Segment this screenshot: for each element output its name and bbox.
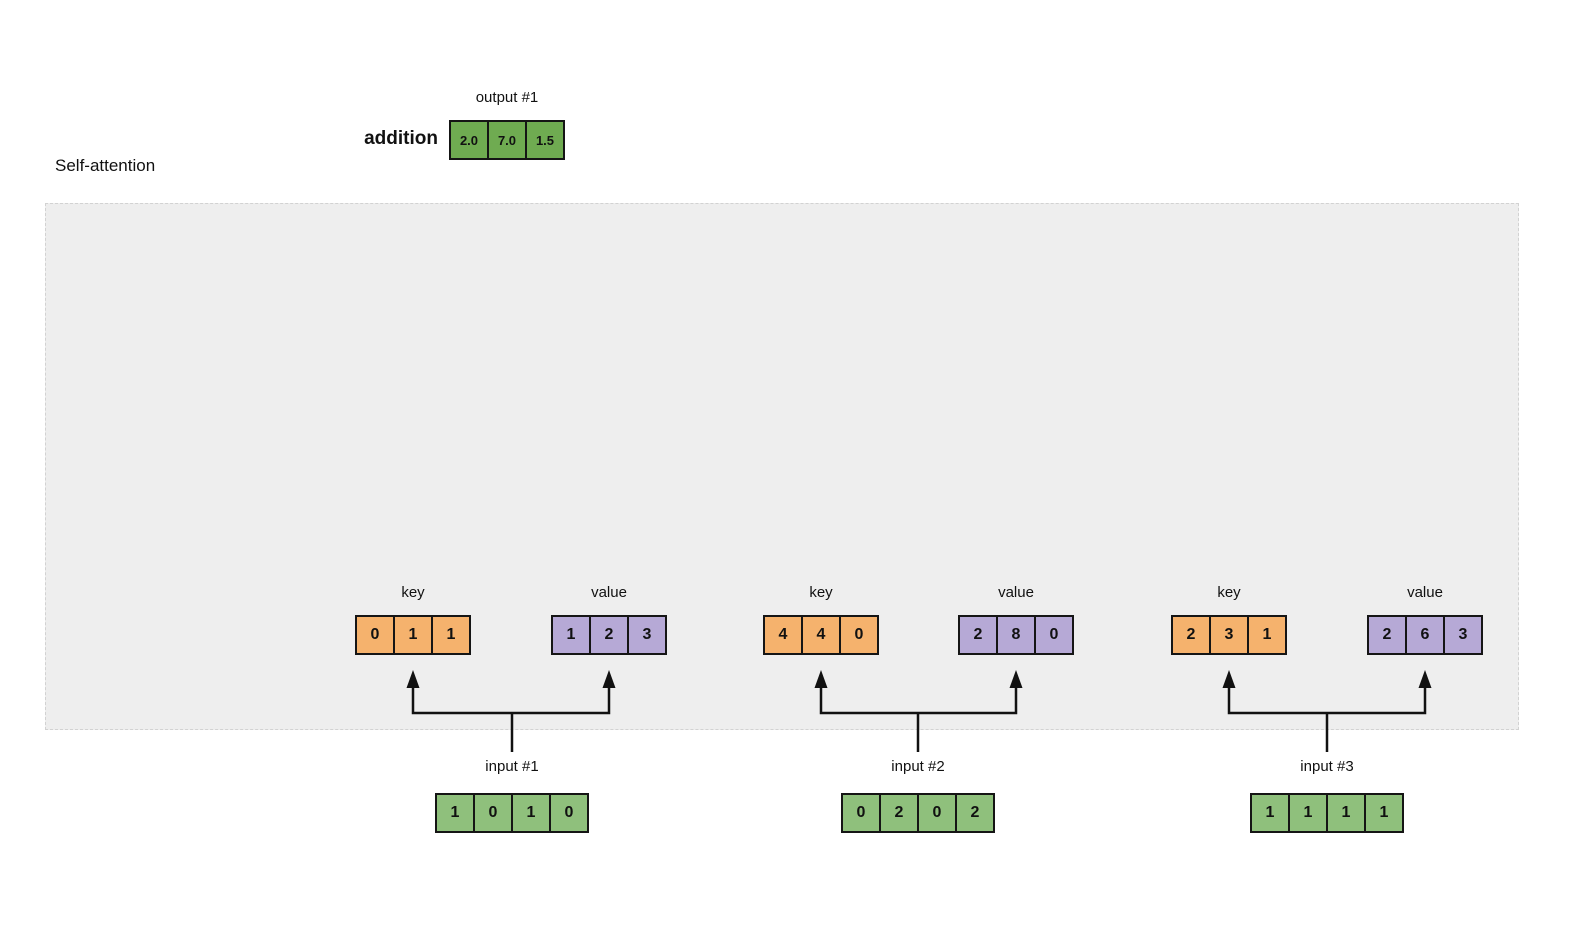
input-vector: 0 2 0 2 bbox=[841, 793, 995, 833]
key-cell: 1 bbox=[393, 615, 433, 655]
value-cell: 6 bbox=[1405, 615, 1445, 655]
diagram-title: Self-attention bbox=[55, 156, 156, 175]
value-cell: 1 bbox=[551, 615, 591, 655]
value-vector: 2 8 0 bbox=[958, 615, 1074, 655]
input-vector: 1 0 1 0 bbox=[435, 793, 589, 833]
output-vector: 2.0 7.0 1.5 bbox=[449, 120, 565, 160]
operation-label: addition bbox=[364, 128, 438, 149]
value-cell: 2 bbox=[958, 615, 998, 655]
input-cell: 1 bbox=[1250, 793, 1290, 833]
key-cell: 2 bbox=[1171, 615, 1211, 655]
input-cell: 0 bbox=[473, 793, 513, 833]
value-vector: 2 6 3 bbox=[1367, 615, 1483, 655]
output-label: output #1 bbox=[475, 89, 539, 106]
value-label: value bbox=[998, 584, 1034, 601]
input-cell: 0 bbox=[917, 793, 957, 833]
key-label: key bbox=[401, 584, 425, 601]
key-cell: 3 bbox=[1209, 615, 1249, 655]
value-vector: 1 2 3 bbox=[551, 615, 667, 655]
input-cell: 1 bbox=[511, 793, 551, 833]
key-vector: 2 3 1 bbox=[1171, 615, 1287, 655]
input-cell: 1 bbox=[1288, 793, 1328, 833]
value-cell: 3 bbox=[627, 615, 667, 655]
input-cell: 1 bbox=[1364, 793, 1404, 833]
input-cell: 2 bbox=[955, 793, 995, 833]
key-cell: 1 bbox=[431, 615, 471, 655]
value-label: value bbox=[1407, 584, 1443, 601]
input-cell: 1 bbox=[1326, 793, 1366, 833]
key-cell: 1 bbox=[1247, 615, 1287, 655]
value-cell: 0 bbox=[1034, 615, 1074, 655]
key-cell: 0 bbox=[355, 615, 395, 655]
value-cell: 2 bbox=[1367, 615, 1407, 655]
key-cell: 4 bbox=[801, 615, 841, 655]
key-vector: 0 1 1 bbox=[355, 615, 471, 655]
value-cell: 8 bbox=[996, 615, 1036, 655]
key-cell: 4 bbox=[763, 615, 803, 655]
input-cell: 0 bbox=[549, 793, 589, 833]
input-cell: 2 bbox=[879, 793, 919, 833]
key-cell: 0 bbox=[839, 615, 879, 655]
output-cell: 2.0 bbox=[449, 120, 489, 160]
input-cell: 1 bbox=[435, 793, 475, 833]
key-vector: 4 4 0 bbox=[763, 615, 879, 655]
value-label: value bbox=[591, 584, 627, 601]
key-label: key bbox=[1217, 584, 1241, 601]
input-label: input #1 bbox=[485, 758, 539, 775]
value-cell: 2 bbox=[589, 615, 629, 655]
output-cell: 1.5 bbox=[525, 120, 565, 160]
input-label: input #3 bbox=[1300, 758, 1354, 775]
input-label: input #2 bbox=[891, 758, 945, 775]
value-cell: 3 bbox=[1443, 615, 1483, 655]
input-cell: 0 bbox=[841, 793, 881, 833]
output-cell: 7.0 bbox=[487, 120, 527, 160]
key-label: key bbox=[809, 584, 833, 601]
input-vector: 1 1 1 1 bbox=[1250, 793, 1404, 833]
